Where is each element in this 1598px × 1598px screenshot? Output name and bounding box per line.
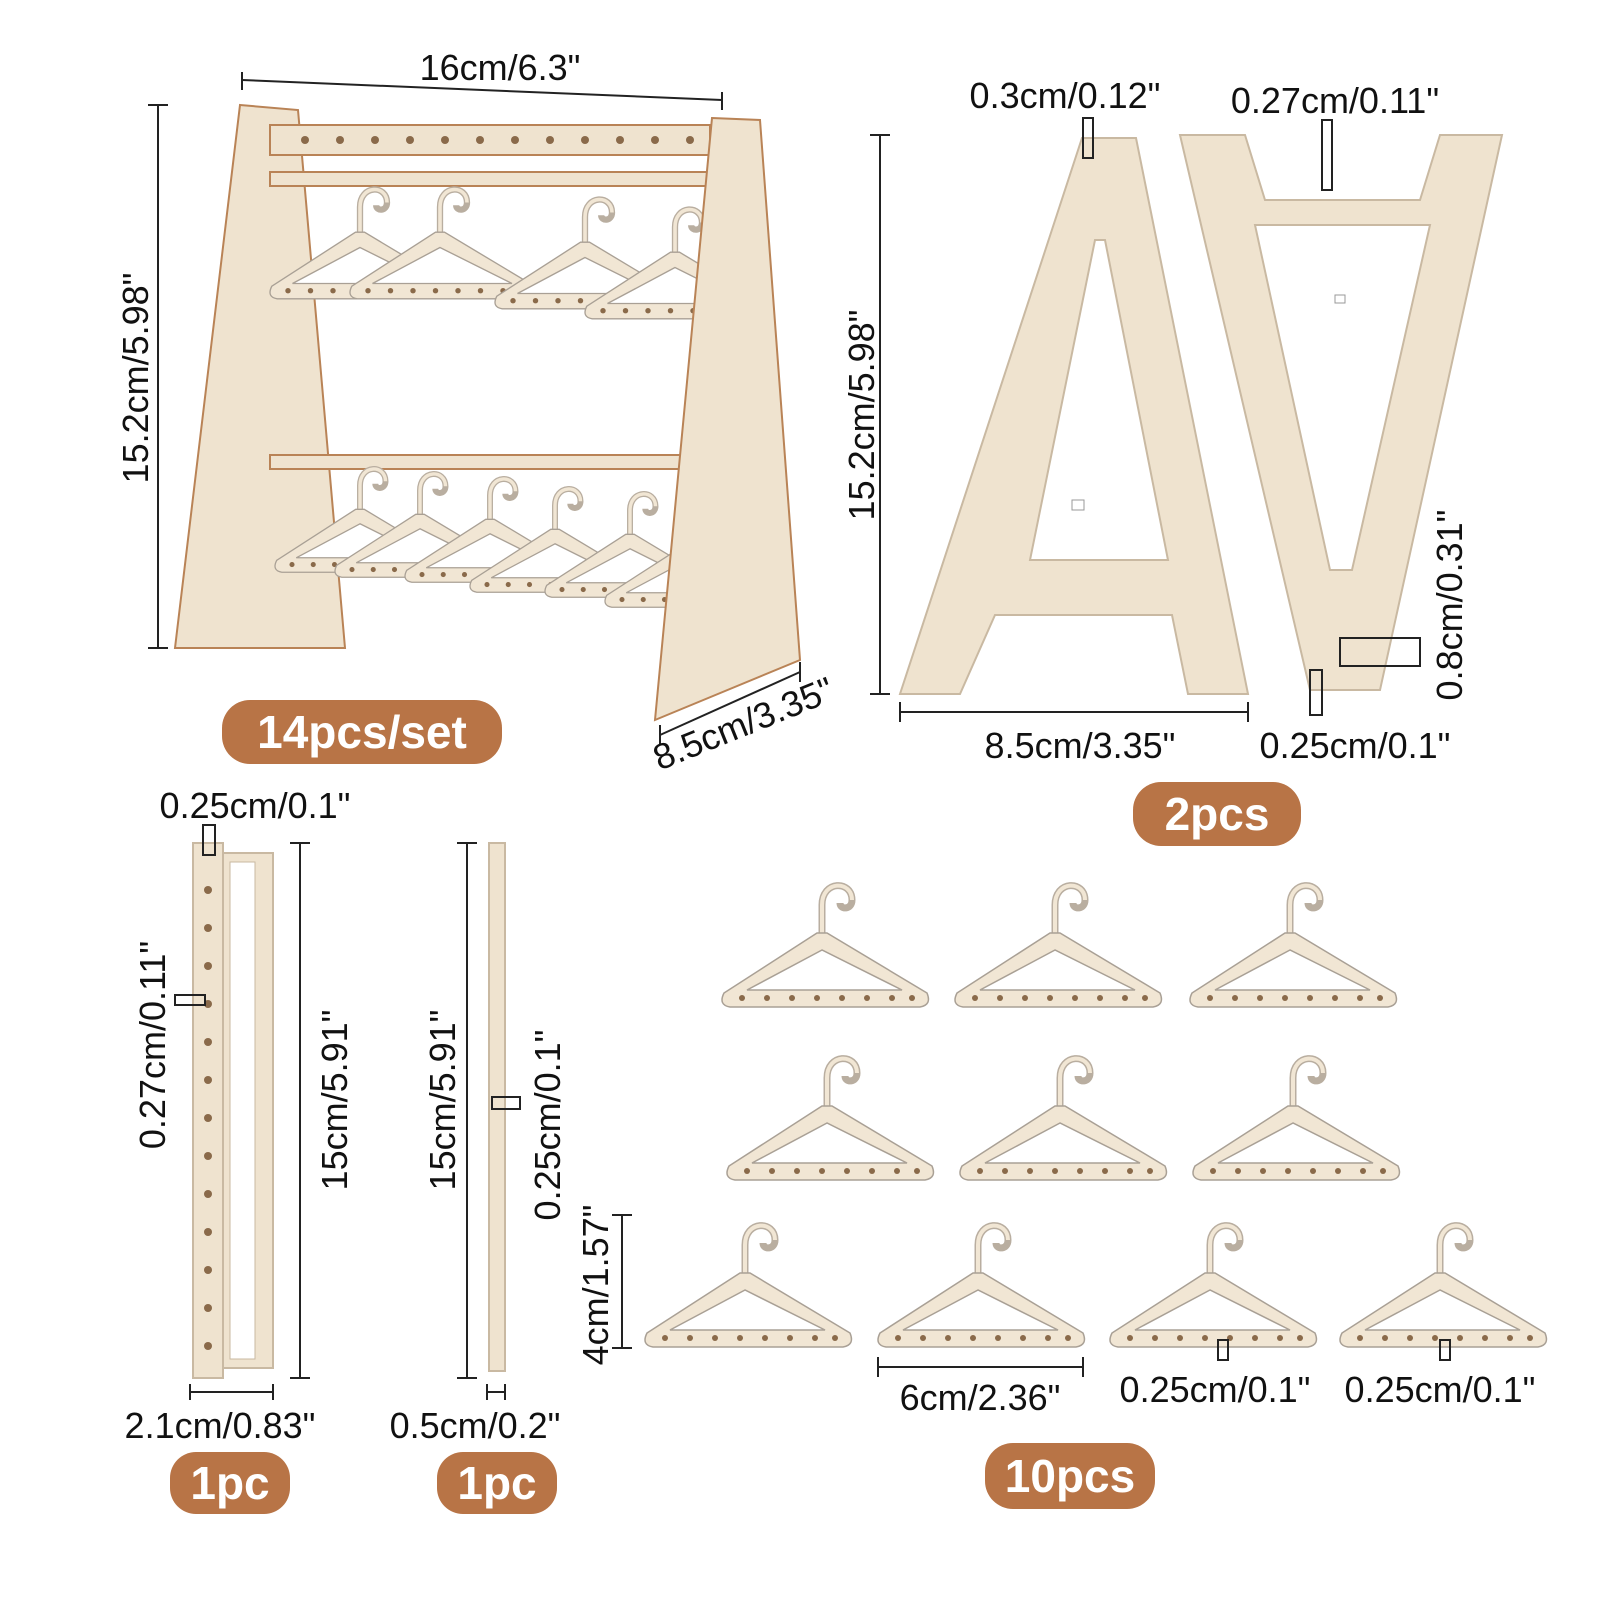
top-bar-length-label: 15cm/5.91" — [314, 1010, 355, 1191]
panel-height-label: 15.2cm/5.98" — [841, 310, 882, 521]
rod-thickness-label: 0.25cm/0.1" — [527, 1030, 568, 1221]
svg-text:10pcs: 10pcs — [1005, 1450, 1135, 1502]
assembled-height-label: 15.2cm/5.98" — [115, 273, 156, 484]
rod-illustration — [457, 842, 521, 1400]
hanger-thickness-label-1: 0.25cm/0.1" — [1120, 1369, 1311, 1410]
hanger-thickness-label-2: 0.25cm/0.1" — [1345, 1369, 1536, 1410]
rod-width-label: 0.5cm/0.2" — [390, 1405, 561, 1446]
panel-slot-height-label: 0.8cm/0.31" — [1429, 510, 1470, 701]
hangers-illustration — [612, 886, 1546, 1377]
side-panels-illustration — [870, 117, 1504, 722]
top-bar-illustration — [174, 824, 310, 1400]
svg-text:1pc: 1pc — [457, 1457, 536, 1509]
panels-count-badge: 2pcs — [1133, 782, 1301, 846]
svg-text:14pcs/set: 14pcs/set — [257, 706, 467, 758]
top-bar-count-badge: 1pc — [170, 1452, 290, 1514]
top-bar-hole-label: 0.27cm/0.11" — [132, 941, 173, 1149]
hanger-height-label: 4cm/1.57" — [575, 1205, 616, 1366]
hangers-count-badge: 10pcs — [985, 1443, 1155, 1509]
svg-text:1pc: 1pc — [190, 1457, 269, 1509]
assembled-rack-illustration — [148, 72, 802, 745]
rod-count-badge: 1pc — [437, 1452, 557, 1514]
hanger-width-label: 6cm/2.36" — [900, 1377, 1061, 1418]
set-count-badge: 14pcs/set — [222, 700, 502, 764]
panel-thickness-label: 0.25cm/0.1" — [1260, 725, 1451, 766]
svg-text:2pcs: 2pcs — [1165, 788, 1270, 840]
panel-hole-label: 0.27cm/0.11" — [1231, 80, 1439, 121]
top-bar-thickness-label: 0.25cm/0.1" — [160, 785, 351, 826]
top-bar-width-label: 2.1cm/0.83" — [125, 1405, 316, 1446]
panel-width-label: 8.5cm/3.35" — [985, 725, 1176, 766]
rod-length-label: 15cm/5.91" — [422, 1010, 463, 1191]
panel-slot-label: 0.3cm/0.12" — [970, 75, 1161, 116]
assembled-width-label: 16cm/6.3" — [420, 47, 581, 88]
